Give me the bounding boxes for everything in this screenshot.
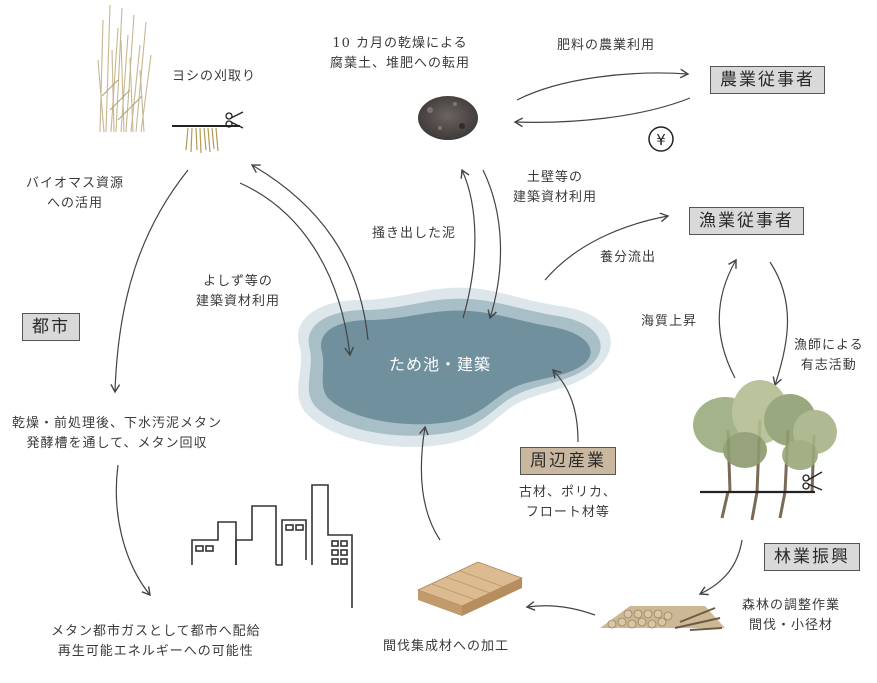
label-line: 土壁等の: [527, 170, 584, 185]
label-line: 掻き出した泥: [372, 226, 457, 241]
label-line: への活用: [47, 196, 104, 211]
arrows: [110, 68, 789, 616]
label-line: 海質上昇: [641, 314, 698, 329]
arrow-logs-to-lumber: [525, 601, 596, 616]
box-city: 都市: [22, 313, 80, 341]
label-fishermen: 漁師による 有志活動: [794, 336, 864, 376]
box-peripheral-industry: 周辺産業: [520, 447, 616, 475]
label-line: 間伐・小径材: [749, 618, 834, 633]
label-sea-quality: 海質上昇: [641, 312, 697, 332]
pond: [298, 287, 611, 447]
label-old-materials: 古材、ポリカ、 フロート材等: [519, 483, 617, 523]
label-line: 養分流出: [600, 250, 657, 265]
label-city-gas: メタン都市ガスとして都市へ配給 再生可能エネルギーへの可能性: [51, 622, 261, 662]
label-earth-wall: 土壁等の 建築資材利用: [513, 168, 597, 208]
reed-grass-icon: [97, 4, 152, 133]
yen-icon: ¥: [648, 126, 674, 152]
arrow-forestry-to-logs: [698, 539, 743, 596]
label-line: 再生可能エネルギーへの可能性: [57, 644, 254, 659]
arrow-lumber-to-pond: [418, 425, 441, 541]
label-line: フロート材等: [525, 505, 610, 520]
label-line: 発酵槽を通して、メタン回収: [26, 436, 208, 451]
log-pile-icon: [600, 606, 725, 631]
label-line: 腐葉土、堆肥への転用: [330, 56, 471, 71]
label-nutrient: 養分流出: [600, 248, 656, 268]
label-methane: 乾燥・前処理後、下水汚泥メタン 発酵槽を通して、メタン回収: [12, 414, 222, 454]
label-line: 古材、ポリカ、: [519, 485, 617, 500]
label-humus: 10 カ月の乾燥による 腐葉土、堆肥への転用: [330, 34, 470, 74]
soil-heap-icon: [418, 96, 478, 140]
label-line: よしず等の: [203, 274, 273, 289]
label-lumber: 間伐集成材への加工: [383, 637, 509, 657]
arrow-fertilizer-to-agriculture: [516, 68, 690, 101]
arrow-pond-to-fishery: [544, 212, 670, 281]
arrow-peripheral-to-pond: [552, 368, 579, 443]
box-fishery: 漁業従事者: [689, 207, 804, 235]
center-pond-label: ため池・建築: [389, 355, 492, 374]
box-agriculture: 農業従事者: [710, 66, 825, 94]
arrow-soil-to-pond: [482, 169, 502, 320]
reed-cut-icon: [172, 125, 240, 154]
label-biomass: バイオマス資源 への活用: [26, 174, 124, 214]
svg-text:¥: ¥: [656, 131, 666, 149]
lumber-boards-icon: [416, 561, 524, 616]
label-forest-work: 森林の調整作業 間伐・小径材: [742, 596, 840, 636]
scissors-icon: [225, 111, 244, 129]
arrow-mud-to-soil: [460, 168, 476, 319]
arrow-reed-to-pond: [239, 182, 355, 357]
label-line: 森林の調整作業: [742, 598, 841, 613]
arrow-fishery-to-forest: [769, 261, 789, 387]
label-line: メタン都市ガスとして都市へ配給: [51, 624, 261, 639]
label-line: ヨシの刈取り: [172, 69, 257, 84]
label-line: 乾燥・前処理後、下水汚泥メタン: [12, 416, 223, 431]
label-line: 10 カ月の乾燥による: [332, 36, 468, 51]
label-fertilizer: 肥料の農業利用: [557, 36, 655, 56]
label-reed-harvest: ヨシの刈取り: [172, 67, 256, 87]
label-line: バイオマス資源: [26, 176, 125, 191]
arrow-agriculture-to-soil: [513, 97, 691, 128]
label-yoshizu: よしず等の 建築資材利用: [196, 272, 280, 312]
label-line: 建築資材利用: [196, 294, 281, 309]
label-line: 漁師による: [794, 338, 864, 353]
arrow-pond-to-reed: [250, 164, 369, 341]
pond-water: [321, 310, 591, 425]
label-line: 肥料の農業利用: [557, 38, 656, 53]
trees-icon: [693, 380, 837, 521]
label-line: 建築資材利用: [513, 190, 598, 205]
box-forestry: 林業振興: [764, 543, 860, 571]
label-line: 有志活動: [800, 358, 857, 373]
arrow-reed-to-city: [110, 169, 189, 394]
label-line: 間伐集成材への加工: [383, 639, 510, 654]
arrow-forest-to-fishery: [718, 258, 737, 379]
arrow-methane-to-gas: [115, 464, 151, 597]
city-buildings-icon: [191, 484, 353, 608]
label-dug-mud: 掻き出した泥: [372, 224, 456, 244]
